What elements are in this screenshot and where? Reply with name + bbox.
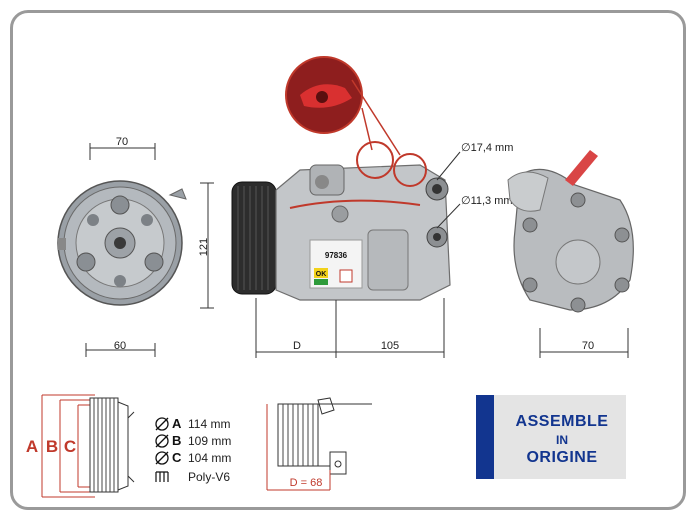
d-measure-drawing: D = 68 <box>266 397 372 491</box>
spec-a-letter: A <box>172 416 182 431</box>
badge-text: ASSEMBLE IN ORIGINE <box>502 413 622 467</box>
d-measure-label: D = 68 <box>290 477 323 489</box>
pulley-label-c: C <box>64 437 76 456</box>
front-dimensions: 70 121 60 <box>85 136 214 357</box>
badge-line-2: IN <box>556 433 568 447</box>
pulley-label-b: B <box>46 437 58 456</box>
pulley-specs: A 114 mm B 109 mm C 104 mm Poly-V6 <box>155 416 231 484</box>
front-view <box>57 180 187 306</box>
side-d-label: D <box>293 340 301 352</box>
spec-a-value: 114 mm <box>188 417 230 431</box>
rear-width-label: 70 <box>582 340 594 352</box>
poly-v-icon <box>155 471 169 482</box>
port-dimensions: ∅17,4 mm ∅11,3 mm <box>436 142 513 229</box>
pulley-label-a: A <box>26 437 38 456</box>
pulley-section: A B C <box>26 394 135 498</box>
badge-line-3: ORIGINE <box>526 449 598 466</box>
front-height-label: 121 <box>198 238 210 256</box>
assemble-in-origine-badge: ASSEMBLE IN ORIGINE <box>476 395 626 479</box>
side-dimensions: D 105 <box>255 298 445 358</box>
port-large-label: ∅17,4 mm <box>461 142 513 154</box>
rear-dimensions: 70 <box>539 328 629 358</box>
sticker-ok: OK <box>316 271 327 278</box>
front-width-label: 70 <box>116 136 128 148</box>
spec-b-value: 109 mm <box>188 434 231 448</box>
badge-stripe <box>476 395 494 479</box>
spec-c-letter: C <box>172 450 182 465</box>
side-length-label: 105 <box>381 340 399 352</box>
sticker-number: 97836 <box>325 251 348 260</box>
port-small-label: ∅11,3 mm <box>461 195 513 207</box>
spec-b-letter: B <box>172 433 181 448</box>
spec-c-value: 104 mm <box>188 451 231 465</box>
front-bottom-label: 60 <box>114 340 126 352</box>
side-view: 97836 OK <box>231 164 451 301</box>
detail-callout <box>285 56 427 187</box>
badge-line-1: ASSEMBLE <box>515 413 609 430</box>
belt-type-label: Poly-V6 <box>188 470 230 484</box>
rear-view <box>507 150 634 313</box>
